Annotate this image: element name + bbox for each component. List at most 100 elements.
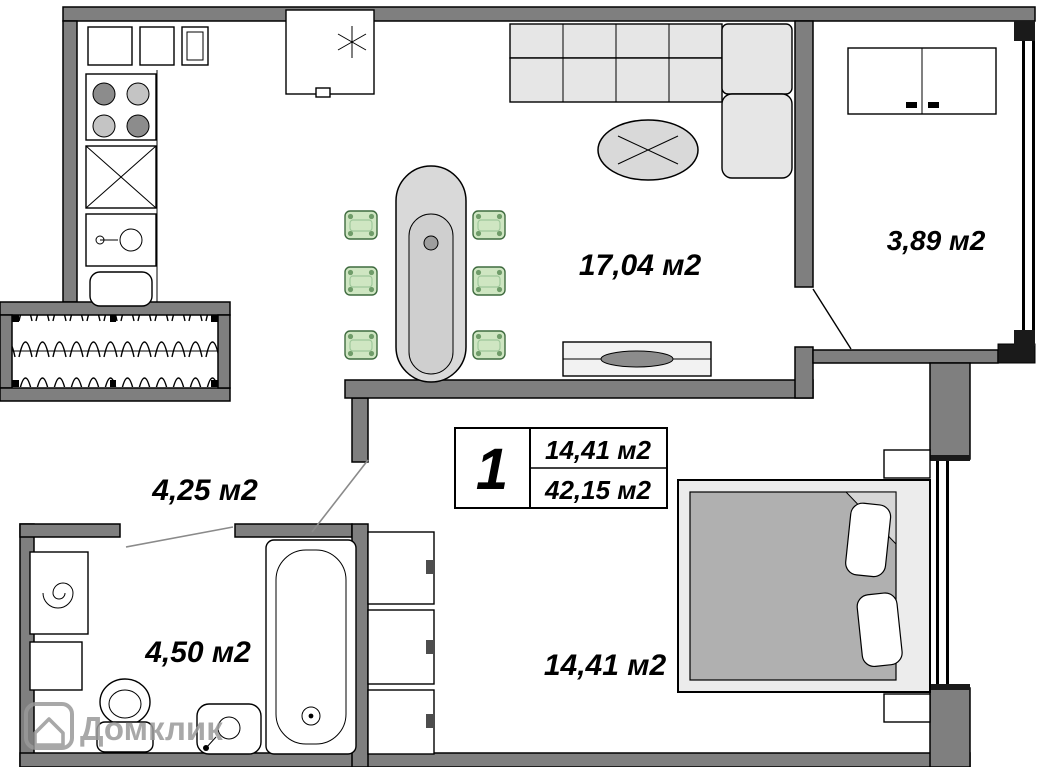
burner (92, 114, 116, 138)
living-room: 17,04 м2 (509, 23, 793, 377)
chair (344, 266, 378, 296)
sofa (509, 23, 793, 179)
sofa-corner (721, 23, 793, 95)
burner (92, 82, 116, 106)
rail-support (12, 315, 19, 322)
toilet (96, 678, 154, 753)
rail-support (211, 380, 218, 387)
doors (125, 288, 852, 548)
bathroom: 4,50 м2 (29, 539, 357, 755)
bedroom-window-cap-top (930, 455, 970, 461)
coffee-table (597, 119, 699, 181)
balcony-area-label: 3,89 м2 (887, 225, 986, 256)
info-total-area: 42,15 м2 (544, 475, 652, 505)
kitchen-cabinet (87, 26, 133, 66)
bathroom-sink-body (196, 703, 262, 755)
rail-support (12, 380, 19, 387)
windows (930, 21, 1035, 690)
wall-bath-top-right (234, 523, 353, 538)
bathtub-outer (265, 539, 357, 755)
sink-cabinet (89, 271, 153, 307)
dining-table-inner (408, 213, 454, 375)
room-count: 1 (476, 437, 508, 502)
wall-wardrobe-right (217, 314, 231, 389)
domclick-logo-icon (24, 702, 74, 750)
shelf-handle (426, 714, 434, 728)
shelf-box (367, 609, 435, 685)
nightstand (883, 693, 931, 723)
washer-body (29, 551, 89, 635)
balcony-window-cap-top (1014, 21, 1035, 41)
fridge-notch (315, 87, 331, 98)
tv-stand (562, 341, 712, 377)
house-icon (33, 717, 65, 747)
wall-kitchen-left (62, 20, 78, 303)
wall-balcony-bottom (812, 349, 999, 364)
info-living-area: 14,41 м2 (545, 435, 652, 465)
rail-support (110, 380, 116, 387)
cabinet-handle (906, 102, 917, 108)
wall-right-upper (794, 20, 814, 288)
rail-support (110, 315, 116, 322)
sink-body (85, 213, 157, 267)
living-area-label: 17,04 м2 (579, 249, 702, 282)
domclick-logo-text: Домклик (80, 710, 223, 747)
hall-area-label: 4,25 м2 (151, 474, 258, 507)
washer-spiral (42, 582, 74, 609)
wall-bedroom-right-upper (929, 362, 971, 460)
wardrobe-hangers (12, 315, 218, 387)
bathroom-door-leaf (125, 526, 234, 548)
burner (126, 114, 150, 138)
tv-screen (600, 350, 674, 368)
pillow (845, 502, 892, 578)
dining-area (344, 165, 506, 383)
sofa-chaise (721, 93, 793, 179)
kitchen-sink (85, 213, 157, 307)
wall-wardrobe-bottom (0, 387, 231, 402)
bed (677, 479, 931, 693)
wall-living-bottom (344, 379, 814, 399)
balcony-corner-block (997, 343, 1036, 364)
kitchen (85, 9, 375, 307)
shelf-box (367, 689, 435, 755)
chair (344, 330, 378, 360)
bathroom-sink-bowl (217, 716, 241, 740)
bathtub (265, 539, 357, 755)
bathtub-inner (275, 549, 347, 745)
kitchen-cabinet-inner (186, 31, 204, 61)
chair (472, 266, 506, 296)
bathroom-area-label: 4,50 м2 (144, 636, 251, 669)
cabinet-handle (928, 102, 939, 108)
domclick-watermark: Домклик (24, 702, 223, 750)
oven-cross (85, 145, 157, 209)
bedroom-window-cap-bottom (930, 684, 970, 690)
balcony-door-leaf (812, 288, 852, 350)
bathtub-drain (301, 706, 321, 726)
balcony-window-line (1022, 21, 1025, 346)
chair (472, 330, 506, 360)
wall-right-lower (794, 346, 814, 399)
balcony-window-cap-bottom (1014, 330, 1035, 346)
snowflake-icon (337, 26, 367, 58)
fridge-cabinet (285, 9, 375, 98)
balcony: 3,89 м2 (847, 47, 997, 256)
bathtub-drain-dot (308, 713, 314, 719)
shelf-handle (426, 560, 434, 574)
wall-top (62, 6, 1036, 22)
wall-hall-bedroom-stub (351, 397, 369, 463)
toilet-tank (96, 721, 154, 753)
washing-machine (29, 551, 89, 635)
chair (344, 210, 378, 240)
toilet-bowl-inner (108, 689, 142, 719)
chair (472, 210, 506, 240)
kitchen-cabinet (139, 26, 175, 66)
bath-cabinet (29, 641, 83, 691)
coffee-table-cross (617, 135, 679, 165)
wall-wardrobe-left (0, 314, 13, 389)
pillow (856, 592, 903, 668)
bedroom-window-line (936, 459, 939, 688)
bathroom-sink-tap-knob (203, 745, 209, 751)
kitchen-cabinet (181, 26, 209, 66)
